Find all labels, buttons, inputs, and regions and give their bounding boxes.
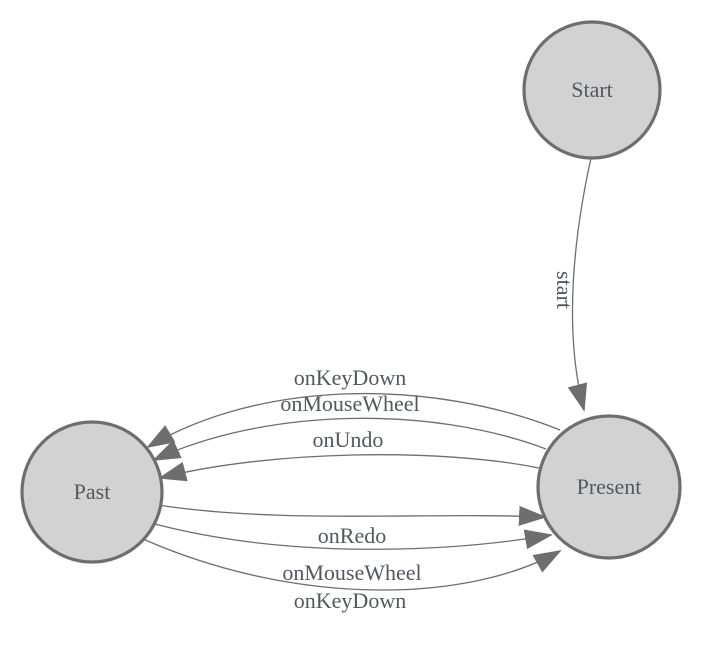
node-past: Past [20, 420, 164, 564]
node-start: Start [522, 20, 662, 160]
edge-start-to-present [567, 157, 592, 412]
edge-present-to-past-onundo [158, 454, 540, 482]
edge-present-to-past-onkeydown [146, 392, 561, 449]
edge-label-onundo: onUndo [313, 427, 384, 452]
edge-label-onredo: onRedo [318, 523, 386, 548]
node-start-circle [522, 20, 662, 160]
node-past-circle [20, 420, 164, 564]
edge-label-onkeydown-top: onKeyDown [294, 365, 406, 390]
edge-label-start: start [552, 271, 577, 309]
edge-label-onkeydown-bottom: onKeyDown [294, 588, 406, 613]
node-present: Present [536, 414, 682, 560]
edge-label-onmousewheel-bottom: onMouseWheel [282, 560, 421, 585]
edge-past-to-present-onmousewheel [150, 522, 553, 550]
node-present-label: Present [577, 474, 642, 499]
node-start-label: Start [571, 77, 613, 102]
edge-past-to-present-onredo [157, 504, 547, 526]
edge-past-to-present-onkeydown [142, 538, 562, 591]
node-present-circle [536, 414, 682, 560]
node-past-label: Past [74, 479, 111, 504]
edge-present-to-past-onmousewheel [152, 417, 547, 461]
edge-label-onmousewheel-top: onMouseWheel [280, 391, 419, 416]
